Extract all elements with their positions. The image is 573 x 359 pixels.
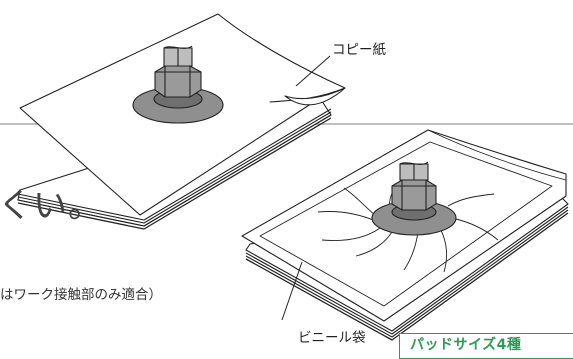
pad-size-badge: パッドサイズ4種 — [399, 333, 573, 359]
vinyl-bag-leader — [281, 261, 303, 321]
headline-text: くい。 — [0, 186, 103, 226]
note-text: はワーク接触部のみ適合） — [0, 287, 162, 303]
copy-paper-leader — [295, 55, 331, 87]
suction-pad-upper — [132, 45, 224, 124]
copy-paper-label: コピー紙 — [332, 42, 386, 58]
suction-pad-lower — [371, 161, 457, 236]
vinyl-bag-label: ビニール袋 — [298, 330, 366, 346]
